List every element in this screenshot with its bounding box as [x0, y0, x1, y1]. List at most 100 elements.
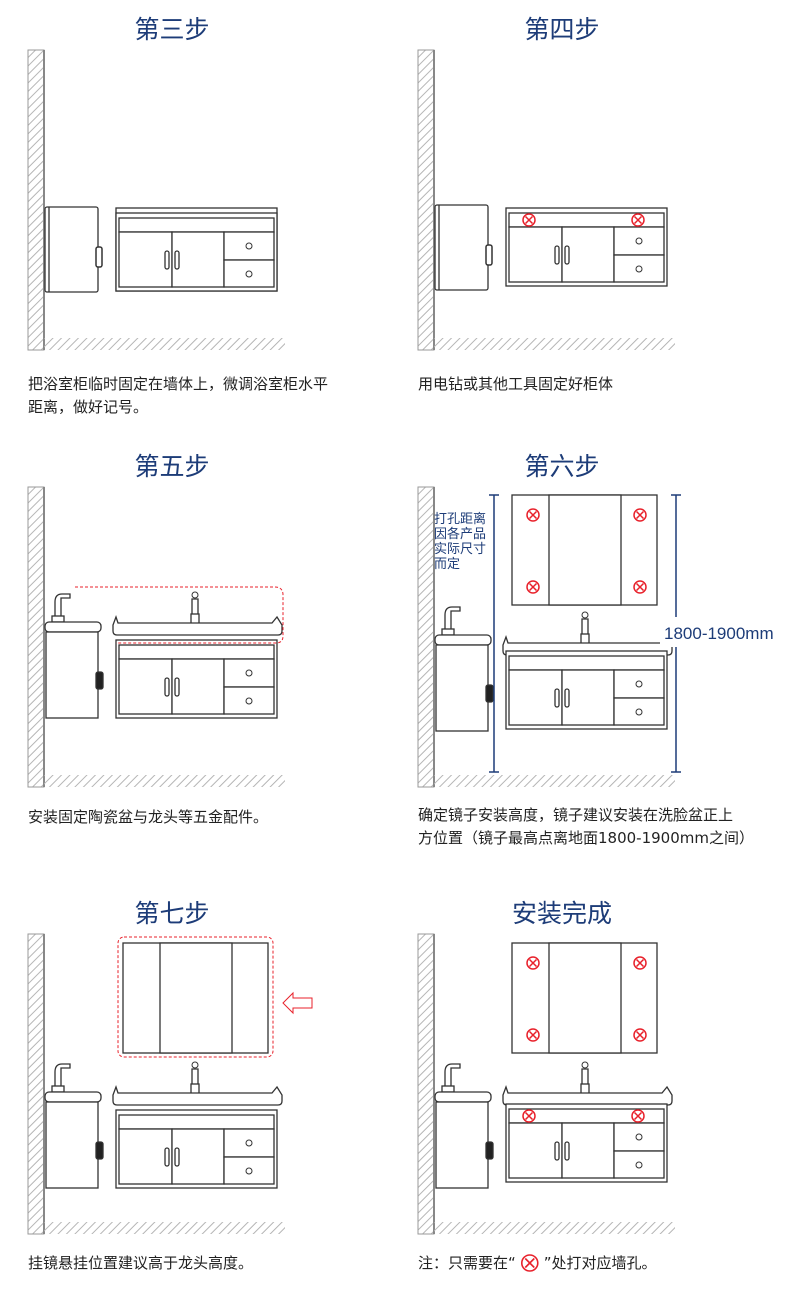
floor: [44, 775, 285, 787]
mark-cross: [635, 1030, 645, 1040]
door-handle: [564, 688, 570, 708]
ceramic-basin: [112, 615, 283, 636]
step-title: 第三步: [134, 15, 209, 44]
vanity-door-left: [508, 669, 563, 726]
side-faucet-base: [441, 628, 455, 636]
mark-cross: [635, 582, 645, 592]
vanity-door-left: [118, 231, 173, 288]
vanity-top-band: [118, 1114, 275, 1130]
vanity-door-right: [171, 231, 225, 288]
floor: [434, 775, 675, 787]
door-handle: [164, 1147, 170, 1167]
vanity-cabinet: [505, 1103, 668, 1183]
side-basin-top: [44, 1091, 102, 1103]
step-title: 第七步: [134, 899, 209, 928]
mark-circle: [633, 508, 647, 522]
faucet-handle: [191, 1061, 199, 1069]
mark-circle: [633, 1028, 647, 1042]
vanity-door-right: [171, 1128, 225, 1185]
step-caption: 用电钻或其他工具固定好柜体: [418, 375, 613, 393]
side-basin-body: [45, 1101, 99, 1189]
mirror-center-panel: [548, 942, 622, 1054]
drill-hole-mark-icon: [633, 508, 647, 522]
side-cabinet-body: [434, 204, 489, 291]
wall: [417, 49, 435, 351]
ceramic-basin: [112, 1085, 283, 1106]
door-handle: [564, 1141, 570, 1161]
completion-caption-start: 注：只需要在“: [418, 1254, 516, 1272]
wall: [417, 933, 435, 1235]
mark-cross: [528, 958, 538, 968]
vanity-door-left: [118, 1128, 173, 1185]
step-caption: 挂镜悬挂位置建议高于龙头高度。: [28, 1254, 253, 1272]
mark-cross: [524, 1257, 535, 1269]
door-handle: [554, 245, 560, 265]
drill-distance-note: 打孔距离: [434, 511, 486, 527]
drawer-knob: [245, 669, 253, 677]
side-basin-body: [435, 644, 489, 732]
step-title: 第六步: [524, 452, 599, 481]
drawer-knob: [245, 270, 253, 278]
mirror-center-panel: [159, 942, 233, 1054]
floor: [44, 1222, 285, 1234]
mark-circle: [631, 1109, 645, 1123]
side-basin-handle: [485, 1141, 494, 1160]
side-basin-body: [435, 1101, 489, 1189]
vanity-top-band: [118, 644, 275, 660]
side-basin-top: [44, 621, 102, 633]
side-basin-top: [434, 1091, 492, 1103]
step-title: 第四步: [524, 15, 599, 44]
step-title: 第五步: [134, 452, 209, 481]
faucet-handle: [581, 1061, 589, 1069]
step-caption: 确定镜子安装高度，镜子建议安装在洗脸盆正上: [418, 806, 733, 824]
drill-hole-mark-icon: [633, 580, 647, 594]
mark-cross: [635, 510, 645, 520]
mirror-cabinet: [511, 942, 658, 1054]
mirror-center-panel: [548, 494, 622, 606]
highlight-dashed-outline: [75, 586, 284, 644]
drill-hole-mark-icon: [526, 956, 540, 970]
vanity-door-right: [171, 658, 225, 715]
basin-with-faucet: [112, 591, 283, 636]
vanity-door-left: [118, 658, 173, 715]
vanity-drawer-bottom: [223, 1156, 275, 1185]
wall: [27, 49, 45, 351]
wall: [27, 933, 45, 1235]
side-faucet-icon: [444, 1063, 461, 1089]
vanity-top-band: [118, 217, 275, 233]
floor: [44, 338, 285, 350]
wall: [27, 486, 45, 788]
basin-with-faucet: [502, 1061, 673, 1106]
side-basin-cabinet: [434, 606, 494, 732]
mark-cross: [528, 510, 538, 520]
drawer-knob: [635, 265, 643, 273]
wall: [417, 486, 435, 788]
dimension-label: 1800-1900mm: [664, 624, 774, 643]
panel-step-6: 第六步1800-1900mm打孔距离因各产品实际尺寸而定确定镜子安装高度，镜子建…: [417, 452, 795, 847]
drill-distance-note: 实际尺寸: [434, 542, 486, 557]
door-handle: [564, 245, 570, 265]
floor: [434, 338, 675, 350]
vanity-door-left: [508, 226, 563, 283]
drawer-knob: [635, 680, 643, 688]
drill-hole-mark-icon: [633, 956, 647, 970]
dimension-label-bg: [660, 617, 795, 647]
mark-circle: [526, 1028, 540, 1042]
vanity-cabinet: [115, 1109, 278, 1189]
mark-cross: [633, 215, 643, 225]
drawer-knob: [245, 1139, 253, 1147]
vanity-door-right: [561, 669, 615, 726]
faucet-handle: [191, 591, 199, 599]
door-handle: [554, 688, 560, 708]
side-basin-cabinet: [44, 1063, 104, 1189]
door-handle: [174, 250, 180, 270]
side-faucet-base: [51, 615, 65, 623]
mark-cross: [635, 958, 645, 968]
side-basin-cabinet: [434, 1063, 494, 1189]
side-faucet-icon: [54, 1063, 71, 1089]
mark-cross: [528, 582, 538, 592]
